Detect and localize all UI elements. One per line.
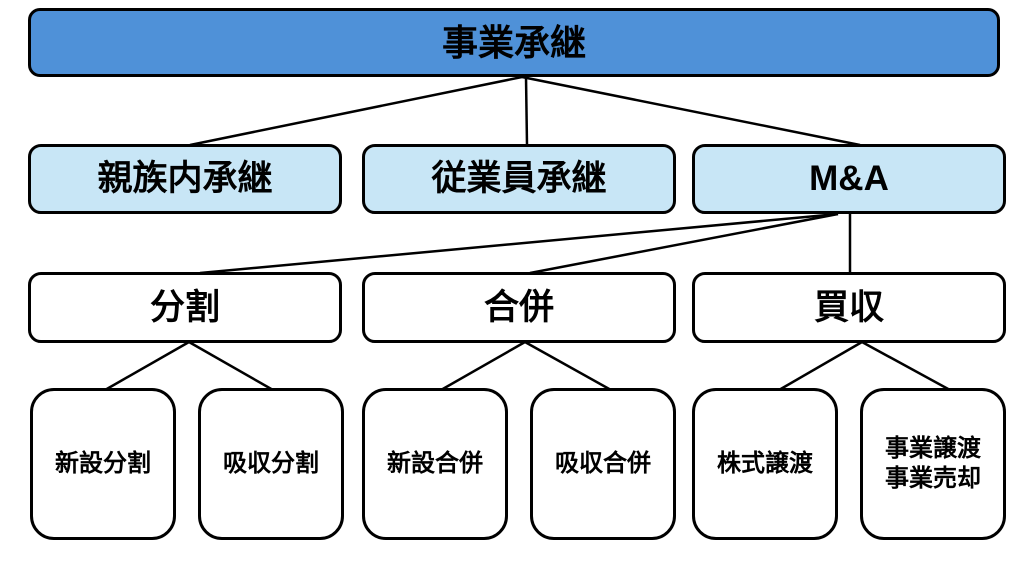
connector-line <box>778 340 863 392</box>
node-employee-succession: 従業員承継 <box>362 144 676 214</box>
node-label: 株式譲渡 <box>717 450 813 477</box>
node-label: 従業員承継 <box>431 159 607 199</box>
connector-line <box>188 340 274 392</box>
connector-line <box>189 75 523 147</box>
node-absorption-merger: 吸収合併 <box>530 388 676 540</box>
connector-line <box>529 212 839 275</box>
connector-line <box>104 340 190 392</box>
connector-line <box>521 75 861 147</box>
node-business-succession: 事業承継 <box>28 8 1000 77</box>
node-label: 新設分割 <box>55 450 151 477</box>
node-label: 新設合併 <box>387 450 483 477</box>
node-label: 事業譲渡 事業売却 <box>885 435 981 492</box>
node-absorption-split: 吸収分割 <box>198 388 344 540</box>
node-merger: 合併 <box>362 272 676 343</box>
node-incorporation-merger: 新設合併 <box>362 388 508 540</box>
node-label: 分割 <box>149 287 220 327</box>
node-acquisition: 買収 <box>692 272 1006 343</box>
connector-line <box>440 340 526 392</box>
node-ma: M&A <box>692 144 1006 214</box>
node-share-transfer: 株式譲渡 <box>692 388 838 540</box>
connector-line <box>199 212 839 275</box>
node-split: 分割 <box>28 272 342 343</box>
node-label: 吸収分割 <box>223 450 319 477</box>
connector-line <box>861 340 951 392</box>
node-label: M&A <box>809 159 889 199</box>
node-business-transfer-sale: 事業譲渡 事業売却 <box>860 388 1006 540</box>
connector-line <box>524 340 612 392</box>
node-label: 事業承継 <box>441 22 586 63</box>
node-family-succession: 親族内承継 <box>28 144 342 214</box>
node-label: 吸収合併 <box>555 450 651 477</box>
node-label: 買収 <box>813 287 884 327</box>
node-incorporation-split: 新設分割 <box>30 388 176 540</box>
node-label: 合併 <box>483 287 554 327</box>
node-label: 親族内承継 <box>97 159 273 199</box>
connector-line <box>524 76 529 146</box>
